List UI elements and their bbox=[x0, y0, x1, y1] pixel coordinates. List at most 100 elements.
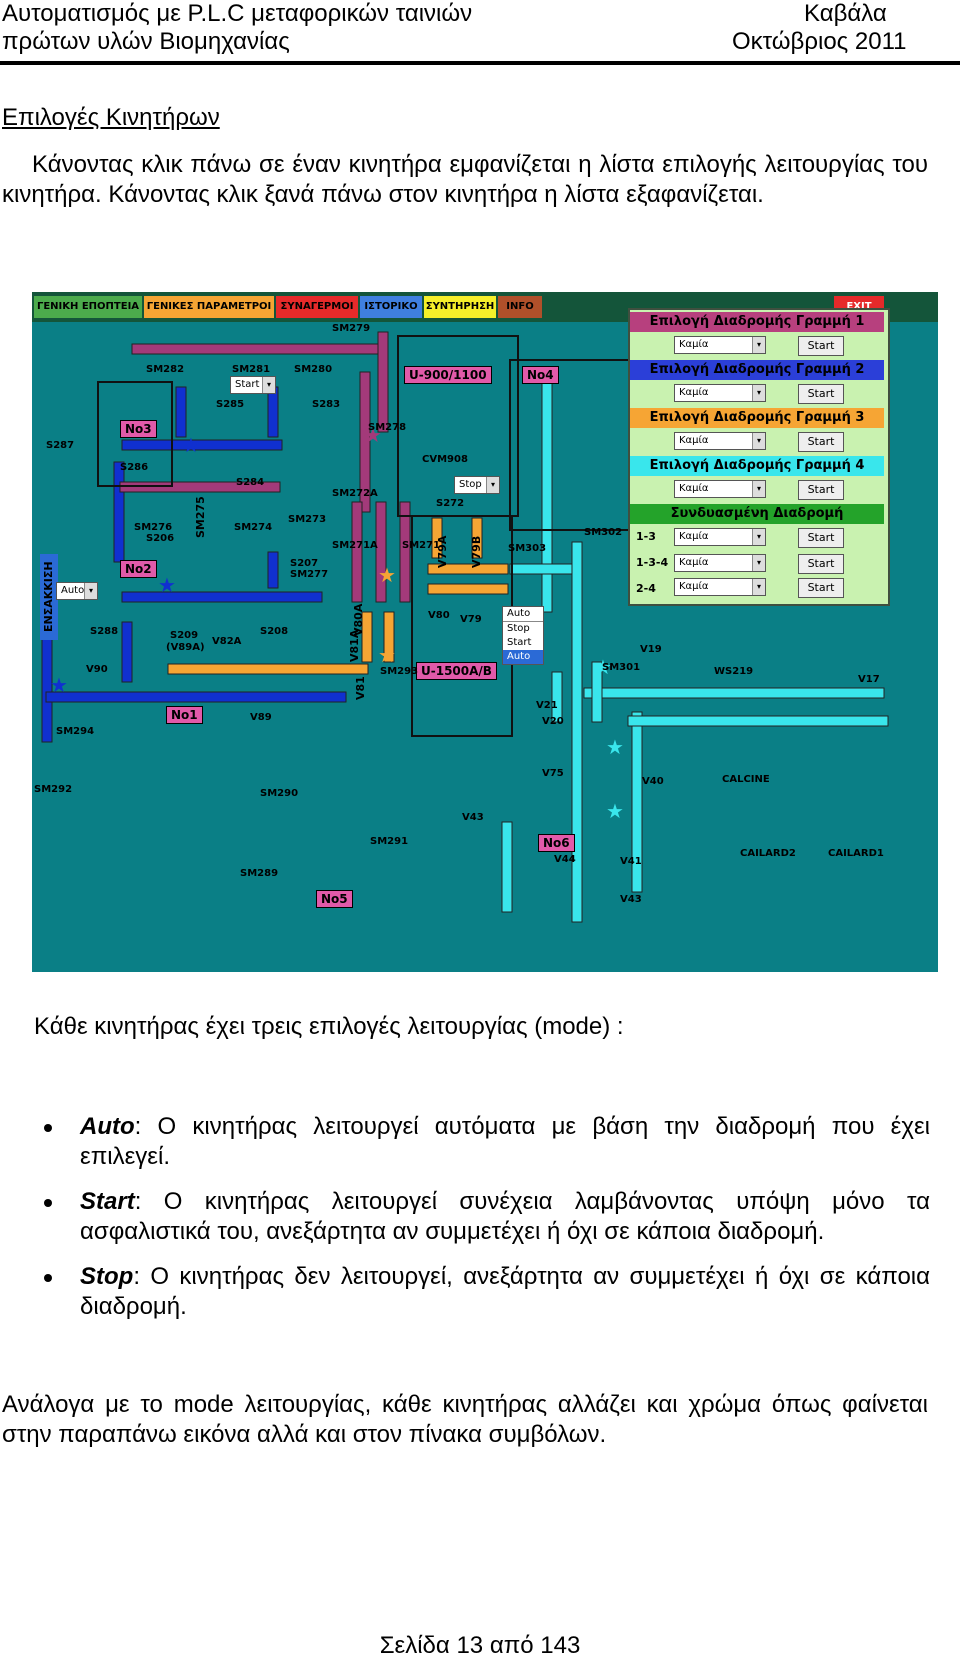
menu-info[interactable]: INFO bbox=[498, 296, 542, 318]
mode-dropdown-open[interactable]: Auto Stop Start Auto bbox=[502, 606, 544, 665]
conveyor-belt[interactable] bbox=[501, 821, 513, 913]
motor-v80[interactable]: V80 bbox=[428, 610, 450, 621]
conveyor-belt[interactable] bbox=[121, 621, 133, 683]
motor-sm289[interactable]: SM289 bbox=[240, 868, 279, 879]
mode-option-auto[interactable]: Auto bbox=[503, 650, 543, 664]
conveyor-belt[interactable] bbox=[591, 661, 603, 723]
conveyor-belt[interactable] bbox=[427, 583, 509, 595]
motor-sm272a[interactable]: SM272A bbox=[332, 488, 378, 499]
motor-sm303[interactable]: SM303 bbox=[508, 543, 547, 554]
motor-cvm908[interactable]: CVM908 bbox=[422, 454, 468, 465]
route-line1-combo[interactable]: Καμία▾ bbox=[674, 336, 766, 354]
conveyor-belt[interactable] bbox=[359, 371, 371, 513]
motor-v81[interactable]: V81 bbox=[354, 676, 367, 700]
motor-v40[interactable]: V40 bbox=[642, 776, 664, 787]
motor-sm293[interactable]: SM293 bbox=[380, 666, 419, 677]
motor-v19[interactable]: V19 bbox=[640, 644, 662, 655]
motor-s272[interactable]: S272 bbox=[436, 498, 465, 509]
motor-v43[interactable]: V43 bbox=[620, 894, 642, 905]
route-combined-start-button-3[interactable]: Start bbox=[798, 578, 844, 598]
motor-v20[interactable]: V20 bbox=[542, 716, 564, 727]
route-line4-start-button[interactable]: Start bbox=[798, 480, 844, 500]
route-line1-start-button[interactable]: Start bbox=[798, 336, 844, 356]
motor-v82a[interactable]: V82A bbox=[212, 636, 242, 647]
motor-v41[interactable]: V41 bbox=[620, 856, 642, 867]
motor-v89a[interactable]: (V89A) bbox=[166, 642, 205, 653]
route-combined-start-button-1[interactable]: Start bbox=[798, 528, 844, 548]
motor-sm274[interactable]: SM274 bbox=[234, 522, 273, 533]
route-combined-combo-1[interactable]: Καμία▾ bbox=[674, 528, 766, 546]
menu-maintenance[interactable]: ΣΥΝΤΗΡΗΣΗ bbox=[424, 296, 496, 318]
conveyor-belt[interactable] bbox=[131, 343, 383, 355]
motor-s206[interactable]: S206 bbox=[146, 533, 175, 544]
motor-calcine[interactable]: CALCINE bbox=[722, 774, 770, 785]
conveyor-belt[interactable] bbox=[471, 517, 483, 559]
route-line2-combo[interactable]: Καμία▾ bbox=[674, 384, 766, 402]
menu-general-parameters[interactable]: ΓΕΝΙΚΕΣ ΠΑΡΑΜΕΤΡΟΙ bbox=[144, 296, 274, 318]
motor-sm294[interactable]: SM294 bbox=[56, 726, 95, 737]
motor-s283[interactable]: S283 bbox=[312, 399, 341, 410]
conveyor-belt[interactable] bbox=[361, 611, 373, 663]
motor-v79b[interactable]: V79B bbox=[470, 535, 483, 568]
motor-v80a[interactable]: V80A bbox=[352, 603, 365, 636]
conveyor-belt[interactable] bbox=[509, 563, 581, 575]
conveyor-belt[interactable] bbox=[431, 517, 443, 559]
motor-sm290[interactable]: SM290 bbox=[260, 788, 299, 799]
conveyor-belt[interactable] bbox=[267, 386, 279, 438]
motor-s284[interactable]: S284 bbox=[236, 477, 265, 488]
conveyor-belt[interactable] bbox=[383, 611, 395, 663]
motor-sm282[interactable]: SM282 bbox=[146, 364, 185, 375]
mode-option-current[interactable]: Auto bbox=[503, 607, 543, 622]
motor-s209[interactable]: S209 bbox=[170, 630, 199, 641]
motor-sm281[interactable]: SM281 bbox=[232, 364, 271, 375]
motor-sm279[interactable]: SM279 bbox=[332, 323, 371, 334]
conveyor-belt[interactable] bbox=[267, 551, 279, 589]
motor-v44[interactable]: V44 bbox=[554, 854, 576, 865]
motor-sm275[interactable]: SM275 bbox=[194, 496, 207, 538]
motor-sm277[interactable]: SM277 bbox=[290, 569, 329, 580]
motor-s288[interactable]: S288 bbox=[90, 626, 119, 637]
route-line3-start-button[interactable]: Start bbox=[798, 432, 844, 452]
motor-sm278[interactable]: SM278 bbox=[368, 422, 407, 433]
menu-general-supervision[interactable]: ΓΕΝΙΚΗ ΕΠΟΠΤΕΙΑ bbox=[34, 296, 142, 318]
menu-alarms[interactable]: ΣΥΝΑΓΕΡΜΟΙ bbox=[276, 296, 358, 318]
motor-sm280[interactable]: SM280 bbox=[294, 364, 333, 375]
motor-v90[interactable]: V90 bbox=[86, 664, 108, 675]
motor-s207[interactable]: S207 bbox=[290, 558, 319, 569]
motor-sm276[interactable]: SM276 bbox=[134, 522, 173, 533]
conveyor-belt[interactable] bbox=[399, 501, 411, 603]
conveyor-belt[interactable] bbox=[351, 501, 363, 603]
motor-v75[interactable]: V75 bbox=[542, 768, 564, 779]
conveyor-belt[interactable] bbox=[121, 439, 283, 451]
motor-sm273[interactable]: SM273 bbox=[288, 514, 327, 525]
motor-sm271a[interactable]: SM271A bbox=[332, 540, 378, 551]
motor-v81a[interactable]: V81A bbox=[348, 629, 361, 662]
conveyor-belt[interactable] bbox=[167, 663, 369, 675]
motor-cailard2[interactable]: CAILARD2 bbox=[740, 848, 796, 859]
conveyor-belt[interactable] bbox=[541, 381, 553, 613]
mode-combo-sm281[interactable]: Start▾ bbox=[230, 376, 276, 394]
motor-v79[interactable]: V79 bbox=[460, 614, 482, 625]
motor-sm302[interactable]: SM302 bbox=[584, 527, 623, 538]
conveyor-belt[interactable] bbox=[113, 461, 125, 563]
conveyor-belt[interactable] bbox=[571, 541, 583, 923]
motor-v79a[interactable]: V79A bbox=[436, 535, 449, 568]
route-combined-combo-3[interactable]: Καμία▾ bbox=[674, 578, 766, 596]
motor-s287[interactable]: S287 bbox=[46, 440, 75, 451]
route-line4-combo[interactable]: Καμία▾ bbox=[674, 480, 766, 498]
motor-sm301[interactable]: SM301 bbox=[602, 662, 641, 673]
route-line3-combo[interactable]: Καμία▾ bbox=[674, 432, 766, 450]
motor-sm271[interactable]: SM271 bbox=[402, 540, 441, 551]
motor-s208[interactable]: S208 bbox=[260, 626, 289, 637]
motor-s285[interactable]: S285 bbox=[216, 399, 245, 410]
mode-option-stop[interactable]: Stop bbox=[507, 623, 530, 634]
conveyor-belt[interactable] bbox=[45, 691, 347, 703]
conveyor-belt[interactable] bbox=[121, 591, 323, 603]
conveyor-belt[interactable] bbox=[583, 687, 885, 699]
conveyor-belt[interactable] bbox=[427, 563, 509, 575]
route-combined-combo-2[interactable]: Καμία▾ bbox=[674, 554, 766, 572]
mode-combo-ensakkisi[interactable]: Auto▾ bbox=[56, 582, 98, 600]
mode-combo-cvm908[interactable]: Stop▾ bbox=[454, 476, 500, 494]
menu-history[interactable]: ΙΣΤΟΡΙΚΟ bbox=[360, 296, 422, 318]
conveyor-belt[interactable] bbox=[377, 331, 389, 433]
